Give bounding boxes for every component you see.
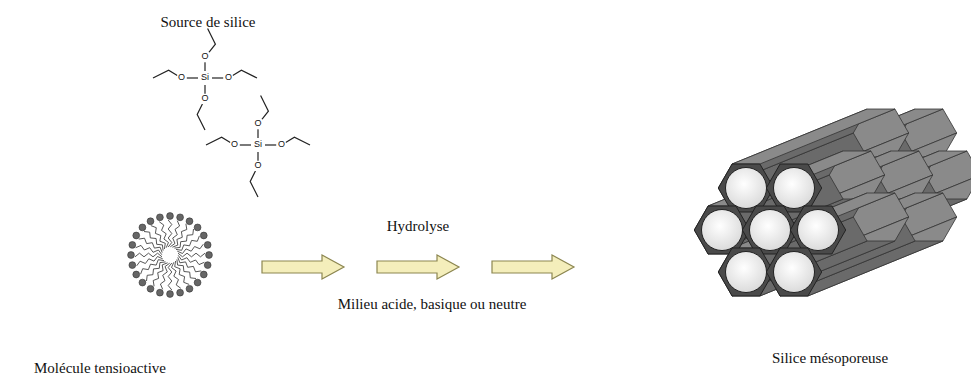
bond (187, 77, 198, 78)
prism-face (718, 248, 773, 296)
bond (265, 144, 276, 145)
prism-face (766, 164, 821, 212)
surfactant-tail (168, 263, 172, 290)
pore (702, 210, 743, 251)
bond (233, 70, 257, 78)
pore (774, 252, 815, 293)
teos-molecule (153, 29, 310, 197)
bond (250, 170, 258, 197)
surfactant-head (128, 252, 135, 259)
prism-face (694, 206, 749, 254)
bond (286, 137, 310, 145)
surfactant-tail (178, 255, 204, 264)
surfactant-head (157, 214, 164, 221)
surfactant-head (129, 262, 136, 269)
surfactant-head (157, 289, 164, 296)
bond (197, 103, 205, 130)
surfactant-head (206, 252, 213, 259)
surfactant-head (129, 242, 136, 249)
pore (750, 210, 791, 251)
product-label: Silice mésoporeuse (772, 350, 888, 367)
block-arrow (492, 255, 574, 279)
surfactant-head (194, 279, 201, 286)
surfactant-tail (170, 221, 179, 247)
surfactant-tail (141, 260, 164, 274)
surfactant-head (147, 285, 154, 292)
surfactant-tail (178, 257, 201, 271)
bond (153, 70, 177, 78)
atom-symbol: O (230, 140, 239, 150)
block-arrow (262, 255, 344, 279)
bond (240, 144, 251, 145)
surfactant-head (177, 214, 184, 221)
surfactant-tail (176, 236, 199, 250)
surfactant-head (177, 289, 184, 296)
surfactant-tail (172, 224, 186, 247)
atom-symbol: O (277, 140, 286, 150)
bond (204, 85, 205, 94)
surfactant-tail (153, 263, 167, 286)
bond (208, 29, 216, 54)
surfactant-head (194, 224, 201, 231)
surfactant-tail (168, 220, 172, 247)
pore (798, 210, 839, 251)
heading: Source de silice (161, 14, 256, 31)
surfactant-head (139, 224, 146, 231)
atom-symbol: O (200, 94, 209, 104)
surfactant-tail (177, 244, 203, 253)
surfactant-head (133, 271, 140, 278)
pore (726, 168, 767, 209)
surfactant-tail (160, 263, 169, 289)
surfactant-tail (159, 222, 168, 248)
surfactant-tail (151, 226, 165, 249)
surfactant-head (139, 279, 146, 286)
surfactant-head (167, 291, 174, 298)
surfactant-tail (139, 238, 162, 252)
prism-face (742, 206, 797, 254)
surfactant-tail (135, 253, 162, 257)
bond (212, 77, 223, 78)
surfactant-head (147, 218, 154, 225)
surfactant-tail (137, 257, 163, 266)
prism-face (766, 248, 821, 296)
bond (261, 96, 269, 121)
atom-symbol: O (253, 161, 262, 171)
surfactant-tail (136, 245, 162, 254)
pore (726, 252, 767, 293)
block-arrow (377, 255, 459, 279)
atom-symbol: Si (200, 73, 210, 83)
micelle-symbol (128, 213, 213, 298)
surfactant-tail (175, 261, 189, 284)
mesoporous-silica (694, 109, 971, 296)
surfactant-head (204, 262, 211, 269)
bond (257, 129, 258, 138)
atom-symbol: O (253, 119, 262, 129)
bond (204, 62, 205, 71)
process-label: Hydrolyse (387, 218, 450, 235)
pore (774, 168, 815, 209)
surfactant-head (200, 232, 207, 239)
surfactant-head (133, 232, 140, 239)
bond (206, 137, 230, 145)
atom-symbol: O (200, 52, 209, 62)
surfactant-head (186, 285, 193, 292)
prism-face (718, 164, 773, 212)
bond (257, 152, 258, 161)
atom-symbol: O (224, 73, 233, 83)
surfactant-head (200, 271, 207, 278)
condition-label: Milieu acide, basique ou neutre (338, 296, 527, 313)
component-label: Molécule tensioactive (34, 360, 166, 377)
prism-face (790, 206, 845, 254)
atom-symbol: O (177, 73, 186, 83)
atom-symbol: Si (253, 140, 263, 150)
block-arrow (262, 255, 574, 279)
surfactant-head (186, 218, 193, 225)
surfactant-head (167, 213, 174, 220)
surfactant-tail (172, 262, 181, 288)
surfactant-head (204, 242, 211, 249)
